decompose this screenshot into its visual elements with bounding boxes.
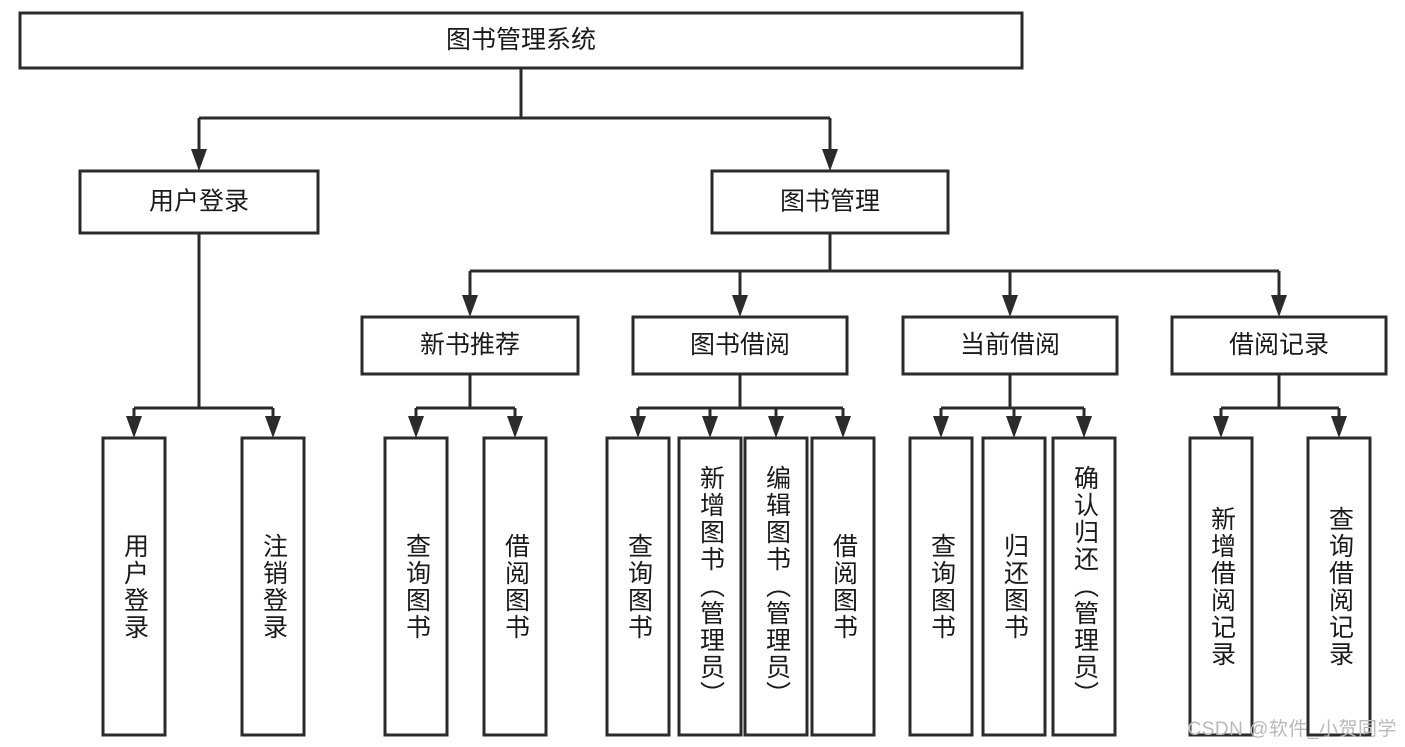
arrow-leaf-book-borrow-2: [768, 416, 784, 438]
node-box-leaf-edit-book-admin: [743, 436, 809, 737]
node-box-leaf-add-borrow-record: [1188, 436, 1254, 737]
connector-lines-group: [126, 68, 1347, 438]
node-label-borrow-record: 借阅记录: [1229, 331, 1329, 359]
node-box-leaf-query-book-2: [605, 436, 671, 737]
node-box-leaf-query-book-3: [908, 436, 974, 737]
arrow-leaf-current-borrow-1: [1006, 416, 1022, 438]
arrow-leaf-book-borrow-1: [702, 416, 718, 438]
arrow-leaf-user-login-0: [126, 416, 142, 438]
node-label-root: 图书管理系统: [446, 26, 596, 54]
arrow-leaf-current-borrow-2: [1076, 416, 1092, 438]
node-box-new-book-recommend: [360, 315, 580, 376]
node-label-new-book-recommend: 新书推荐: [420, 331, 520, 359]
csdn-watermark: CSDN @软件_小贺同学: [1187, 719, 1397, 740]
node-label-user-login: 用户登录: [149, 188, 249, 216]
arrow-leaf-new-book-recommend-0: [408, 416, 424, 438]
node-label-book-management: 图书管理: [780, 188, 880, 216]
node-box-book-borrow: [631, 315, 849, 376]
arrow-leaf-book-borrow-0: [630, 416, 646, 438]
arrow-to-borrow-record: [1271, 295, 1287, 317]
node-box-leaf-query-book-1: [383, 436, 449, 737]
node-box-borrow-record: [1170, 315, 1388, 376]
node-box-leaf-user-login: [101, 436, 167, 737]
arrow-leaf-new-book-recommend-1: [507, 416, 523, 438]
node-box-leaf-return-book: [981, 436, 1047, 737]
node-label-book-borrow: 图书借阅: [690, 331, 790, 359]
node-box-user-login: [78, 169, 320, 235]
node-box-leaf-confirm-return-admin: [1051, 436, 1117, 737]
arrow-to-book-management: [822, 149, 838, 171]
arrow-to-current-borrow: [1002, 295, 1018, 317]
arrow-leaf-current-borrow-0: [933, 416, 949, 438]
arrow-to-new-book-recommend: [462, 295, 478, 317]
arrow-to-book-borrow: [732, 295, 748, 317]
node-box-leaf-borrow-book-1: [482, 436, 548, 737]
node-box-root: [18, 11, 1024, 70]
arrow-leaf-user-login-1: [265, 416, 281, 438]
arrow-leaf-book-borrow-3: [835, 416, 851, 438]
node-box-leaf-add-book-admin: [677, 436, 743, 737]
node-box-leaf-borrow-book-2: [810, 436, 876, 737]
node-label-current-borrow: 当前借阅: [960, 331, 1060, 359]
arrow-to-user-login: [191, 149, 207, 171]
arrow-leaf-borrow-record-1: [1331, 416, 1347, 438]
node-boxes-group: [18, 11, 1388, 737]
node-box-book-management: [710, 169, 950, 235]
node-box-current-borrow: [901, 315, 1119, 376]
arrow-leaf-borrow-record-0: [1213, 416, 1229, 438]
node-box-leaf-user-logout: [240, 436, 306, 737]
node-box-leaf-query-borrow-record: [1306, 436, 1372, 737]
